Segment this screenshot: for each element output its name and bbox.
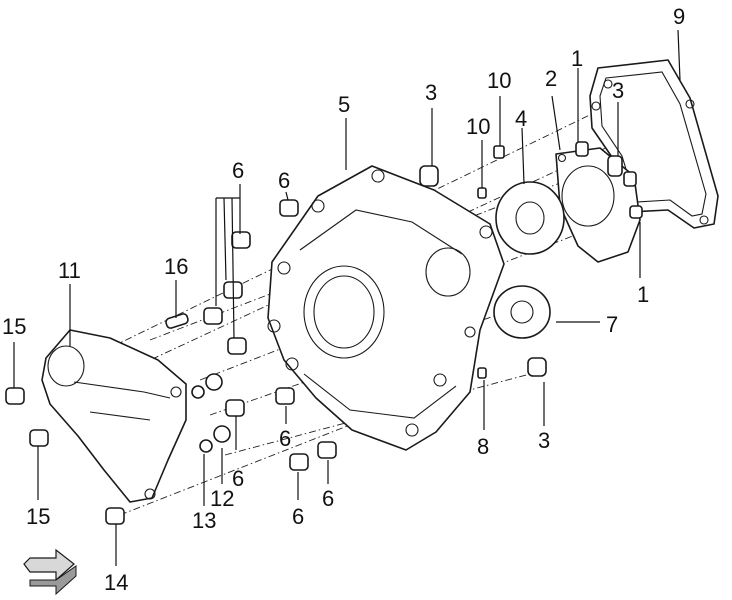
outer-cover-part-11 [41, 329, 187, 503]
callout-1-top: 1 [571, 46, 583, 71]
callout-1-bottom: 1 [637, 282, 649, 307]
callout-8: 8 [477, 434, 489, 459]
washers-part-12-13 [191, 373, 231, 453]
bearing-part-4 [495, 181, 565, 255]
outer-bolts-part-14-15 [5, 387, 125, 525]
crankcase-cover-part-5 [267, 165, 505, 451]
callout-6-f: 6 [322, 486, 334, 511]
callout-3-upper: 3 [425, 80, 437, 105]
callout-6-e: 6 [292, 504, 304, 529]
callout-14: 14 [104, 570, 128, 595]
arrow-icon [23, 548, 77, 596]
callout-16: 16 [164, 254, 188, 279]
callout-15-lower: 15 [26, 504, 50, 529]
callout-2: 2 [545, 66, 557, 91]
callout-3-right: 3 [612, 78, 624, 103]
callout-9: 9 [673, 4, 685, 29]
leader-lines [13, 29, 681, 566]
callout-15-upper: 15 [2, 314, 26, 339]
callout-7: 7 [606, 312, 618, 337]
callout-3-lower: 3 [538, 428, 550, 453]
callout-11: 11 [58, 258, 81, 283]
callout-6-b: 6 [278, 168, 290, 193]
callout-6-a: 6 [232, 158, 244, 183]
callout-labels: 1 1 2 3 3 3 4 5 6 6 6 6 6 6 7 8 9 10 10 … [2, 4, 685, 595]
callout-5: 5 [338, 92, 350, 117]
callout-6-d: 6 [232, 466, 244, 491]
right-fasteners [477, 141, 643, 219]
callout-6-c: 6 [279, 426, 291, 451]
callout-13: 13 [192, 508, 216, 533]
callout-10-upper: 10 [487, 68, 511, 93]
callout-10-lower: 10 [466, 114, 490, 139]
pin-part-16 [165, 313, 189, 329]
callout-12: 12 [210, 486, 234, 511]
case-dowels [419, 165, 547, 379]
callout-4: 4 [515, 106, 527, 131]
bearing-part-7 [493, 285, 551, 339]
